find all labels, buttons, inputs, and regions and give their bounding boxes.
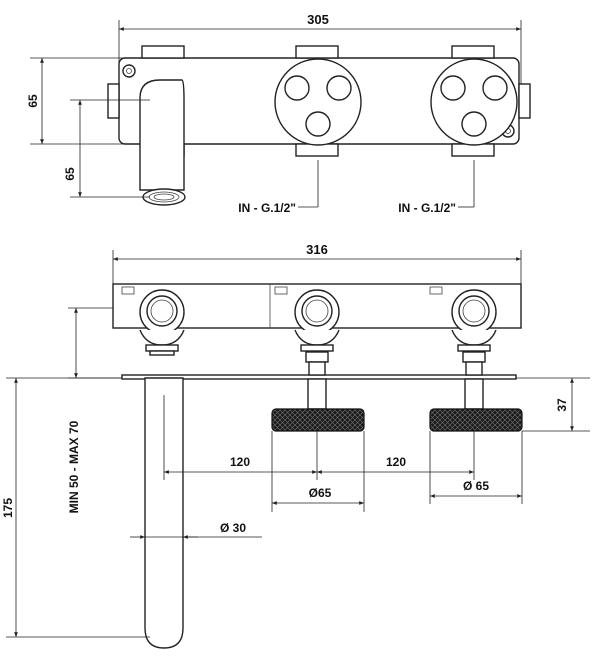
plate-tab [451,45,495,59]
handle-diameter-label-1: Ø65 [309,486,332,500]
plate-tab [295,45,339,59]
spout-projection-label: 65 [63,167,77,181]
screw-ear [122,64,136,78]
plate-tab [295,143,339,157]
spindle-2 [464,378,484,410]
front-width-label: 316 [306,242,328,257]
handle-diameter-label-2: Ø 65 [463,479,489,493]
front-view: 316 [1,242,590,649]
wall-range-label: MIN 50 - MAX 70 [67,420,81,513]
plate-tab [141,45,185,59]
side-tab [107,83,120,119]
body-height-label: 65 [26,94,40,108]
spacing-label-2: 120 [386,455,406,469]
spout-diameter-label: Ø 30 [220,521,246,535]
spout-front [144,377,184,649]
side-tab [518,83,531,119]
top-width-label: 305 [307,12,329,27]
spout-length-label: 175 [1,498,15,518]
plate-tab [451,143,495,157]
spindle-1 [307,378,327,410]
top-view: 305 65 [26,12,531,215]
inlet-label-right: IN - G.1/2" [398,201,456,215]
knurled-handle-2 [429,408,523,432]
handle-height-label: 37 [555,398,569,412]
spacing-label-1: 120 [230,455,250,469]
inlet-label-left: IN - G.1/2" [238,201,296,215]
knurled-handle-1 [271,408,365,432]
spout-top [139,79,185,191]
